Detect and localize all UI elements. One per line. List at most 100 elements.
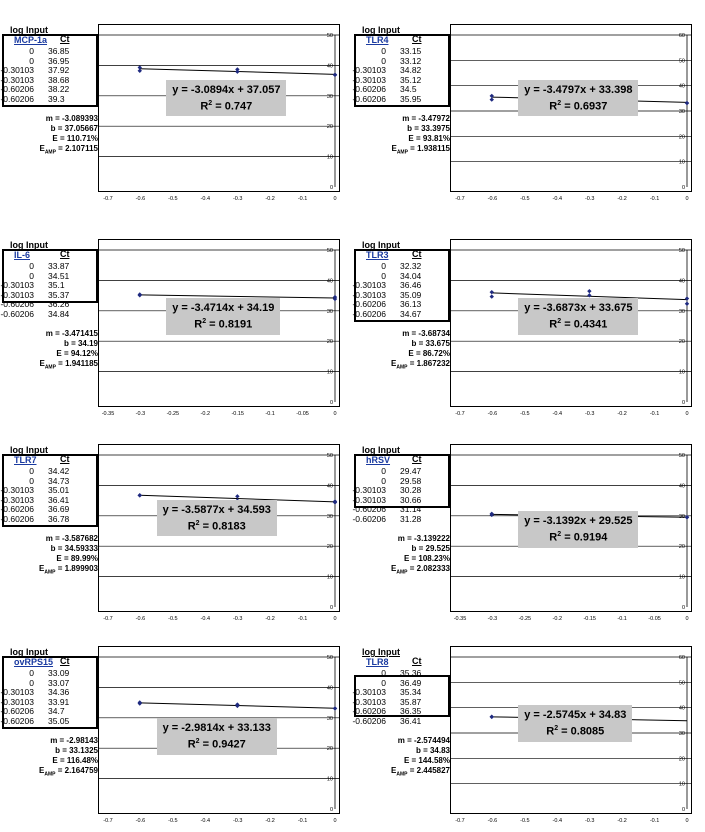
r2-superscript: 2 [195, 738, 200, 746]
data-point [684, 296, 690, 301]
ct-cell: 32.32 [400, 261, 422, 271]
log-input-cell: 0 [29, 261, 34, 271]
ct-cell: 38.22 [48, 84, 70, 94]
data-point [235, 494, 240, 499]
amp-subscript: AMP [44, 364, 56, 371]
y-tick-label: 20 [327, 124, 333, 130]
r2-value: 0.6937 [573, 100, 608, 113]
data-point [684, 301, 690, 306]
amp-number: 2.107115 [65, 144, 98, 153]
plot-area: 01020304050-0.35-0.3-0.25-0.2-0.15-0.1-0… [450, 444, 692, 622]
efficiency-value: E = 94.12% [56, 349, 98, 358]
selection-box [354, 249, 450, 322]
intercept-value: b = 34.83 [415, 746, 450, 755]
r2-superscript: 2 [557, 531, 562, 539]
y-tick-label: 10 [679, 160, 685, 166]
x-tick-label: -0.3 [233, 196, 242, 202]
x-tick-label: -0.2 [617, 818, 626, 824]
ct-cell: 35.36 [400, 668, 422, 678]
y-tick-label: 50 [327, 248, 333, 254]
data-point [137, 65, 142, 70]
log-input-label: log Input [362, 240, 400, 250]
ct-label: Ct [412, 249, 422, 259]
efficiency-value: E = 116.48% [52, 756, 98, 765]
y-tick-label: 50 [679, 58, 685, 64]
r2-value: 0.747 [224, 100, 253, 113]
ct-cell: 34.04 [400, 270, 422, 281]
data-point [332, 499, 338, 504]
gene-name: TLR3 [366, 250, 389, 260]
ct-cell: 34.73 [48, 475, 70, 486]
x-tick-label: -0.6 [136, 818, 145, 824]
x-tick-label: 0 [333, 411, 336, 417]
ct-cell: 36.26 [48, 299, 70, 309]
efficiency-value: E = 89.99% [56, 554, 98, 563]
ct-cell: 31.14 [400, 504, 422, 514]
data-point [332, 72, 338, 77]
y-tick-label: 40 [327, 278, 333, 284]
y-tick-label: 30 [679, 309, 685, 315]
slope-value: m = -3.139222 [397, 534, 450, 543]
ct-cell: 35.05 [48, 715, 70, 726]
data-point [137, 492, 142, 498]
log-input-cell: -0.60206 [0, 706, 34, 716]
x-tick-label: -0.7 [103, 196, 112, 202]
y-tick-label: 50 [679, 453, 685, 459]
x-tick-label: -0.4 [553, 411, 562, 417]
y-tick-label: 40 [679, 278, 685, 284]
amplification-value: EAMP = 2.445827 [391, 766, 450, 778]
log-input-cell: -0.60206 [0, 513, 34, 524]
selection-box [354, 34, 450, 107]
x-tick-label: -0.05 [648, 616, 661, 622]
log-input-cell: -0.30103 [352, 696, 386, 707]
x-tick-label: -0.7 [455, 818, 464, 824]
y-tick-label: 40 [679, 84, 685, 90]
r2-superscript: 2 [557, 99, 562, 107]
amp-number: 1.899903 [64, 564, 98, 573]
y-tick-label: 10 [679, 575, 685, 581]
y-tick-label: 20 [327, 746, 333, 752]
log-input-cell: -0.30103 [0, 74, 34, 85]
ct-label: Ct [60, 656, 70, 666]
ct-cell: 35.34 [400, 687, 422, 697]
x-tick-label: -0.15 [583, 616, 596, 622]
log-input-cell: -0.30103 [352, 289, 386, 300]
y-tick-label: 40 [327, 63, 333, 69]
ct-cell: 34.7 [48, 706, 65, 716]
x-tick-label: -0.7 [103, 818, 112, 824]
r2-superscript: 2 [557, 318, 562, 326]
ct-cell: 33.87 [48, 261, 70, 271]
y-tick-label: 10 [327, 575, 333, 581]
equation-text: y = -2.5745x + 34.83 [524, 709, 627, 722]
ct-cell: 35.87 [400, 696, 422, 707]
intercept-value: b = 29.525 [411, 544, 450, 553]
amp-number: 2.445827 [416, 766, 450, 775]
x-tick-label: -0.2 [617, 196, 626, 202]
r-squared: R2 = 0.8191 [194, 318, 253, 331]
y-tick-label: 20 [327, 544, 333, 550]
amp-number: 2.164759 [64, 766, 98, 775]
x-tick-label: 0 [685, 818, 688, 824]
log-input-cell: -0.60206 [352, 308, 386, 319]
log-input-cell: -0.30103 [0, 289, 34, 300]
ct-cell: 35.01 [48, 485, 70, 495]
